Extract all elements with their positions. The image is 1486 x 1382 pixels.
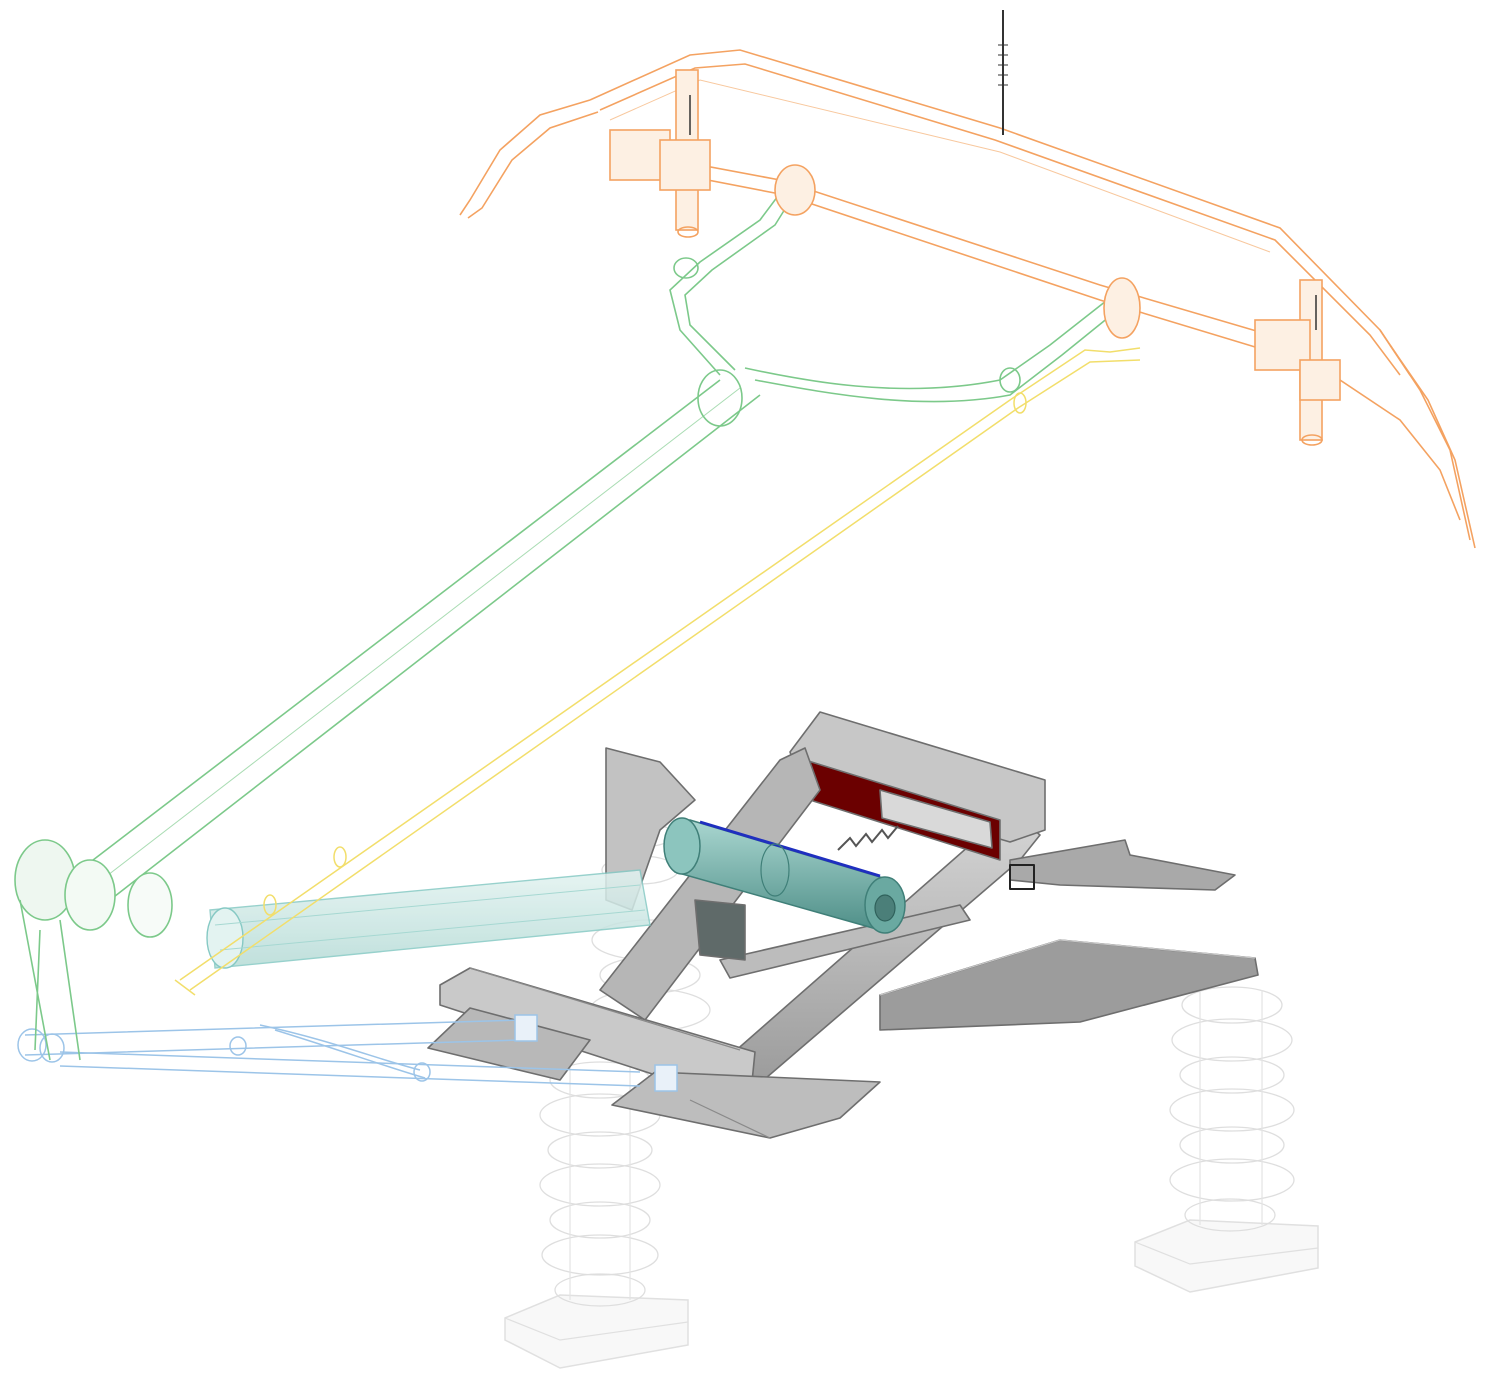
upper-arm-apex-fork	[669, 179, 791, 376]
mount-box-icon	[1009, 864, 1035, 890]
head-suspension-right	[1254, 279, 1341, 446]
tension-spring	[837, 825, 899, 851]
damper-cylinder	[663, 817, 906, 934]
pan-head	[459, 49, 1476, 549]
base-frame-side-rail-left	[599, 747, 821, 1021]
base-frame-foot-right	[611, 1071, 881, 1139]
lower-guide-rod	[17, 1014, 678, 1092]
contact-strip-rear	[619, 149, 1271, 336]
horn-left	[459, 99, 591, 216]
damper-stripe	[699, 820, 881, 878]
head-suspension-left	[609, 69, 711, 238]
base-frame	[427, 711, 1259, 1139]
lower-arm	[206, 869, 651, 969]
insulator-right	[1134, 986, 1319, 1293]
insulator-sheds-right	[1169, 986, 1295, 1232]
upper-guide-rod	[174, 347, 1141, 996]
horn-right	[1379, 329, 1471, 541]
overhead-wire	[689, 10, 1317, 330]
upper-arm	[14, 179, 1131, 1061]
base-frame-tab-right	[1009, 839, 1236, 891]
damper-bracket	[694, 899, 746, 961]
